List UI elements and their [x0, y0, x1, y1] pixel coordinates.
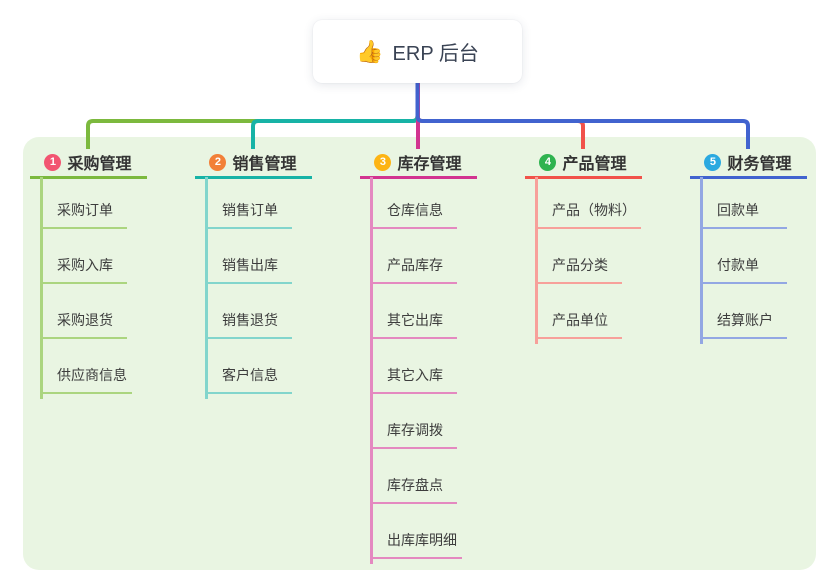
branch-label: 产品管理: [562, 156, 627, 173]
child-node[interactable]: 客户信息: [205, 339, 292, 394]
child-node[interactable]: 供应商信息: [40, 339, 132, 394]
child-node[interactable]: 采购订单: [40, 174, 127, 229]
child-node-label: 客户信息: [222, 367, 278, 383]
branch-label: 销售管理: [232, 156, 297, 173]
child-node[interactable]: 采购退货: [40, 284, 127, 339]
child-node[interactable]: 产品（物料）: [535, 174, 641, 229]
child-node-label: 产品库存: [387, 257, 443, 273]
child-node[interactable]: 采购入库: [40, 229, 127, 284]
thumbs-up-icon: 👍: [356, 38, 384, 64]
child-node-label: 采购入库: [57, 257, 113, 273]
child-node[interactable]: 产品单位: [535, 284, 622, 339]
branches-background-panel: [23, 137, 816, 570]
child-node[interactable]: 产品库存: [370, 229, 457, 284]
child-node-label: 产品（物料）: [552, 202, 636, 218]
branch-children-line: [40, 177, 43, 399]
branch-children-line: [370, 177, 373, 564]
child-node-label: 仓库信息: [387, 202, 443, 218]
branch-children-line: [535, 177, 538, 344]
branch-node-4[interactable]: 4 产品管理: [524, 148, 642, 179]
child-node[interactable]: 产品分类: [535, 229, 622, 284]
child-node-label: 采购订单: [57, 202, 113, 218]
root-node[interactable]: 👍 ERP 后台: [313, 20, 522, 83]
child-node[interactable]: 销售退货: [205, 284, 292, 339]
branch-number-badge: 1: [44, 153, 62, 171]
child-node[interactable]: 其它入库: [370, 339, 457, 394]
child-node-label: 回款单: [717, 202, 759, 218]
child-node-label: 采购退货: [57, 312, 113, 328]
child-node[interactable]: 其它出库: [370, 284, 457, 339]
child-node-label: 付款单: [717, 257, 759, 273]
branch-label: 采购管理: [67, 156, 132, 173]
child-node-label: 其它入库: [387, 367, 443, 383]
branch-label: 库存管理: [397, 156, 462, 173]
branch-number-badge: 5: [704, 153, 722, 171]
child-node[interactable]: 库存调拨: [370, 394, 457, 449]
branch-number-badge: 3: [374, 153, 392, 171]
child-node[interactable]: 付款单: [700, 229, 787, 284]
child-node-label: 销售订单: [222, 202, 278, 218]
child-node-label: 结算账户: [717, 312, 773, 328]
child-node[interactable]: 销售订单: [205, 174, 292, 229]
child-node-label: 产品单位: [552, 312, 608, 328]
branch-node-3[interactable]: 3 库存管理: [359, 148, 477, 179]
child-node[interactable]: 结算账户: [700, 284, 787, 339]
child-node[interactable]: 仓库信息: [370, 174, 457, 229]
branch-children-line: [700, 177, 703, 344]
child-node-label: 出库库明细: [387, 532, 457, 548]
child-node[interactable]: 回款单: [700, 174, 787, 229]
branch-node-5[interactable]: 5 财务管理: [689, 148, 807, 179]
branch-node-2[interactable]: 2 销售管理: [194, 148, 312, 179]
child-node-label: 库存盘点: [387, 477, 443, 493]
branch-label: 财务管理: [727, 156, 792, 173]
child-node-label: 库存调拨: [387, 422, 443, 438]
child-node-label: 其它出库: [387, 312, 443, 328]
branch-children-column: 采购订单采购入库采购退货供应商信息: [40, 174, 132, 399]
branch-children-column: 产品（物料） 产品分类产品单位: [535, 174, 641, 344]
child-node-label: 销售出库: [222, 257, 278, 273]
branch-number-badge: 4: [539, 153, 557, 171]
child-node[interactable]: 出库库明细: [370, 504, 462, 559]
branch-children-line: [205, 177, 208, 399]
child-node-label: 供应商信息: [57, 367, 127, 383]
branch-node-1[interactable]: 1 采购管理: [29, 148, 147, 179]
child-node-label: 产品分类: [552, 257, 608, 273]
child-node[interactable]: 销售出库: [205, 229, 292, 284]
branch-children-column: 仓库信息产品库存其它出库其它入库库存调拨库存盘点出库库明细: [370, 174, 462, 564]
child-node[interactable]: 库存盘点: [370, 449, 457, 504]
branch-children-column: 回款单付款单结算账户: [700, 174, 787, 344]
root-node-label: ERP 后台: [392, 43, 479, 65]
branch-number-badge: 2: [209, 153, 227, 171]
branch-children-column: 销售订单销售出库销售退货客户信息: [205, 174, 292, 399]
child-node-label: 销售退货: [222, 312, 278, 328]
